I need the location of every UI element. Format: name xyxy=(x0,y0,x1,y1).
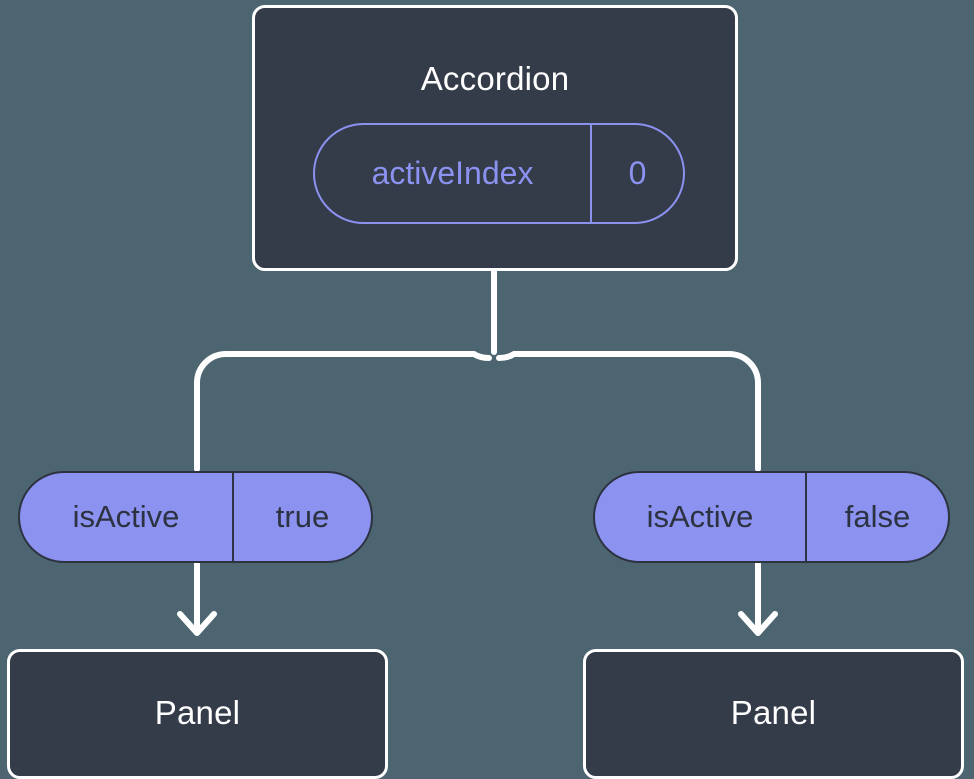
arrow-head-right xyxy=(738,611,778,636)
panel-node-right-title: Panel xyxy=(730,694,817,731)
active-index-key: activeIndex xyxy=(371,155,534,191)
is-active-value-left: true xyxy=(232,473,371,561)
is-active-value-right: false xyxy=(805,473,948,561)
is-active-key-right: isActive xyxy=(646,499,754,534)
arrow-head-left xyxy=(177,611,217,636)
panel-node-left[interactable]: Panel xyxy=(7,649,388,779)
accordion-node-title: Accordion xyxy=(420,60,570,97)
accordion-node[interactable]: Accordion activeIndex 0 xyxy=(252,5,738,271)
panel-node-left-title: Panel xyxy=(154,694,241,731)
active-index-state-pill[interactable]: activeIndex 0 xyxy=(313,123,685,224)
active-index-value: 0 xyxy=(590,125,683,222)
is-active-badge-right[interactable]: isActive false xyxy=(593,471,950,563)
is-active-key-left: isActive xyxy=(72,499,180,534)
is-active-badge-left[interactable]: isActive true xyxy=(18,471,373,563)
panel-node-right[interactable]: Panel xyxy=(583,649,964,779)
branch-line-left xyxy=(194,351,492,472)
branch-line-right xyxy=(496,351,761,472)
